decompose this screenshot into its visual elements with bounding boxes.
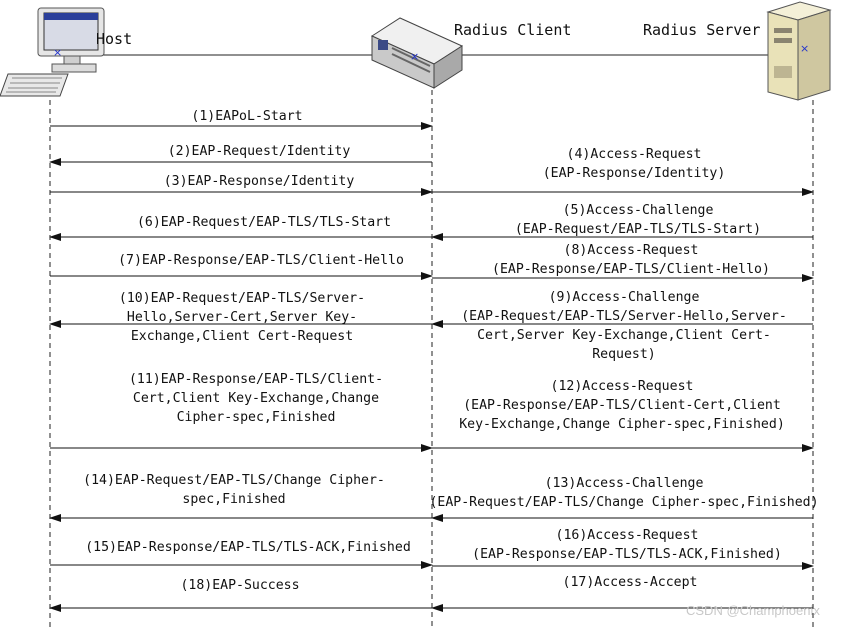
m6-label-line: (6)EAP-Request/EAP-TLS/TLS-Start xyxy=(137,215,391,230)
m12-label-line: (12)Access-Request xyxy=(551,379,694,394)
client-switch-icon: × xyxy=(370,17,464,89)
m12-label: (12)Access-Request (EAP-Response/EAP-TLS/… xyxy=(459,379,785,432)
m9-label-line: (EAP-Request/EAP-TLS/Server-Hello,Server… xyxy=(461,309,787,324)
m18-label: (18)EAP-Success xyxy=(180,578,299,593)
m9-label-line: Cert,Server Key-Exchange,Client Cert- xyxy=(477,328,771,343)
m12-label-line: Key-Exchange,Change Cipher-spec,Finished… xyxy=(459,417,785,432)
m17-label-line: (17)Access-Accept xyxy=(563,575,698,590)
m12-label-line: (EAP-Response/EAP-TLS/Client-Cert,Client xyxy=(463,398,781,413)
m10-label-line: Hello,Server-Cert,Server Key- xyxy=(127,310,357,325)
m11-label-line: Cert,Client Key-Exchange,Change xyxy=(133,391,379,406)
server-label: Radius Server xyxy=(643,21,760,39)
m13-label-line: (13)Access-Challenge xyxy=(545,476,704,491)
m13-label: (13)Access-Challenge (EAP-Request/EAP-TLS… xyxy=(429,476,818,510)
m4-label-line: (EAP-Response/Identity) xyxy=(543,166,726,181)
m10-label: (10)EAP-Request/EAP-TLS/Server- Hello,Ser… xyxy=(119,291,365,344)
m3-label-line: (3)EAP-Response/Identity xyxy=(164,174,355,189)
m9-label-line: Request) xyxy=(592,347,656,362)
m14-label: (14)EAP-Request/EAP-TLS/Change Cipher-sp… xyxy=(83,473,385,507)
server-tower-icon: × xyxy=(766,1,832,101)
m10-label-line: (10)EAP-Request/EAP-TLS/Server- xyxy=(119,291,365,306)
m5-label-line: (5)Access-Challenge xyxy=(563,203,714,218)
m2-label: (2)EAP-Request/Identity xyxy=(168,144,351,159)
m11-label-line: (11)EAP-Response/EAP-TLS/Client- xyxy=(129,372,383,387)
m7-label: (7)EAP-Response/EAP-TLS/Client-Hello xyxy=(118,253,404,268)
m15-label-line: (15)EAP-Response/EAP-TLS/TLS-ACK,Finishe… xyxy=(85,540,411,555)
message-arrows xyxy=(49,122,814,612)
host-computer-icon: × xyxy=(0,7,105,97)
m4-label-line: (4)Access-Request xyxy=(567,147,702,162)
m8-label-line: (8)Access-Request xyxy=(564,243,699,258)
m16-label-line: (16)Access-Request xyxy=(556,528,699,543)
m17-label: (17)Access-Accept xyxy=(563,575,698,590)
m9-label: (9)Access-Challenge (EAP-Request/EAP-TLS/… xyxy=(461,290,787,362)
m10-label-line: Exchange,Client Cert-Request xyxy=(131,329,353,344)
m3-label: (3)EAP-Response/Identity xyxy=(164,174,355,189)
m9-label-line: (9)Access-Challenge xyxy=(549,290,700,305)
m14-label-line: (14)EAP-Request/EAP-TLS/Change Cipher- xyxy=(83,473,385,488)
m7-label-line: (7)EAP-Response/EAP-TLS/Client-Hello xyxy=(118,253,404,268)
m15-label: (15)EAP-Response/EAP-TLS/TLS-ACK,Finishe… xyxy=(85,540,411,555)
message-labels: (1)EAPoL-Start (2)EAP-Request/Identity (3)… xyxy=(83,109,818,593)
m8-label-line: (EAP-Response/EAP-TLS/Client-Hello) xyxy=(492,262,770,277)
m18-label-line: (18)EAP-Success xyxy=(180,578,299,593)
watermark: CSDN @Champhoenix xyxy=(686,603,820,618)
m16-label-line: (EAP-Response/EAP-TLS/TLS-ACK,Finished) xyxy=(472,547,782,562)
svg-text:×: × xyxy=(410,50,419,63)
m2-label-line: (2)EAP-Request/Identity xyxy=(168,144,351,159)
m13-label-line: (EAP-Request/EAP-TLS/Change Cipher-spec,… xyxy=(429,495,818,510)
host-label: Host xyxy=(96,30,132,48)
m11-label-line: Cipher-spec,Finished xyxy=(177,410,336,425)
m6-label: (6)EAP-Request/EAP-TLS/TLS-Start xyxy=(137,215,391,230)
m1-label-line: (1)EAPoL-Start xyxy=(191,109,302,124)
svg-text:×: × xyxy=(53,46,62,59)
m1-label: (1)EAPoL-Start xyxy=(191,109,302,124)
m8-label: (8)Access-Request (EAP-Response/EAP-TLS/C… xyxy=(492,243,770,277)
m11-label: (11)EAP-Response/EAP-TLS/Client- Cert,Cli… xyxy=(129,372,383,425)
m4-label: (4)Access-Request (EAP-Response/Identity) xyxy=(543,147,726,181)
m5-label-line: (EAP-Request/EAP-TLS/TLS-Start) xyxy=(515,222,761,237)
m16-label: (16)Access-Request (EAP-Response/EAP-TLS/… xyxy=(472,528,782,562)
svg-text:×: × xyxy=(800,42,809,55)
client-label: Radius Client xyxy=(454,21,571,39)
m14-label-line: spec,Finished xyxy=(182,492,285,507)
m5-label: (5)Access-Challenge (EAP-Request/EAP-TLS/… xyxy=(515,203,761,237)
